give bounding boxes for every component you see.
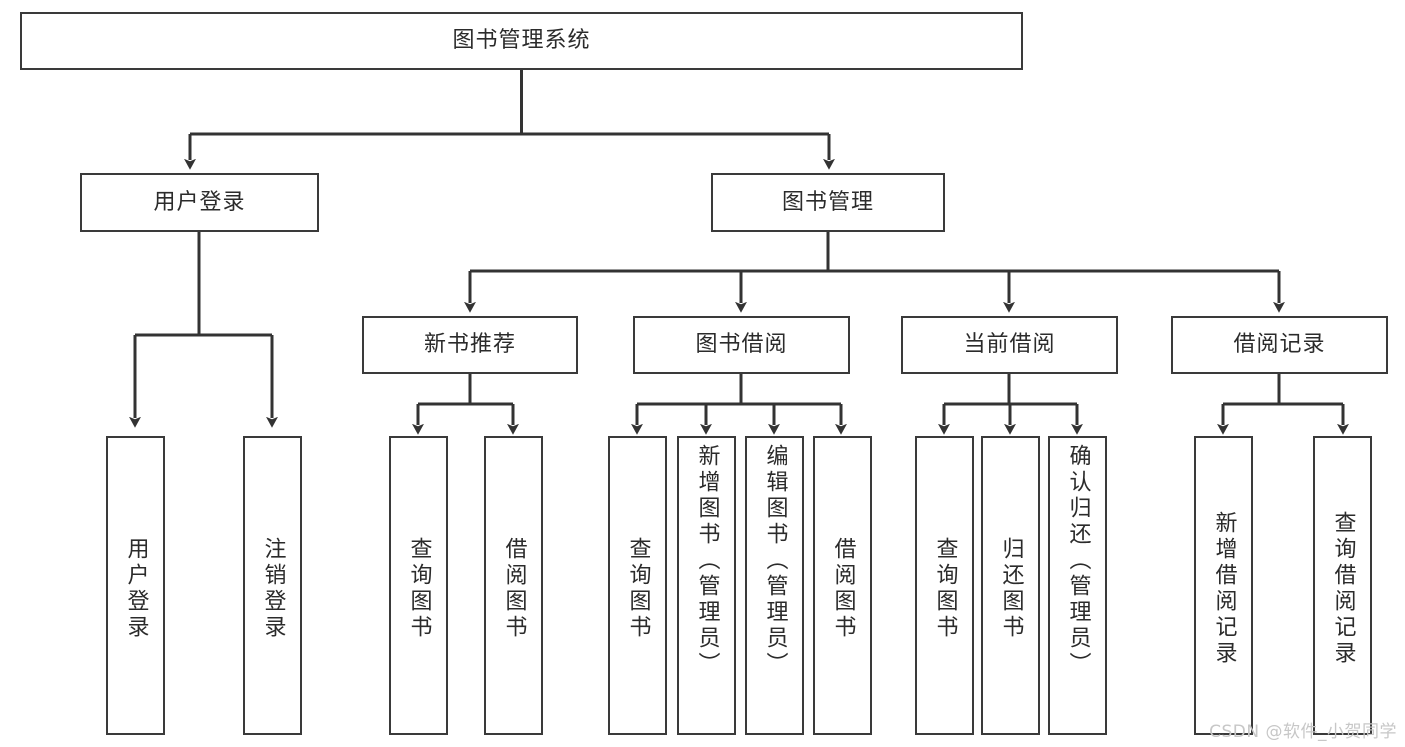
leaf-current-borrow-query-book[interactable]: 查询图书 xyxy=(915,436,974,735)
leaf-borrow-record-query-record[interactable]: 查询借阅记录 xyxy=(1313,436,1372,735)
node-label: 查询图书 xyxy=(406,536,432,641)
leaf-current-borrow-return-book[interactable]: 归还图书 xyxy=(981,436,1040,735)
leaf-book-borrow-borrow-book[interactable]: 借阅图书 xyxy=(813,436,872,735)
leaf-book-borrow-add-book-admin[interactable]: 新增图书（管理员） xyxy=(677,436,736,735)
node-label: 新书推荐 xyxy=(423,332,516,357)
node-current-borrow[interactable]: 当前借阅 xyxy=(901,316,1118,374)
node-label: 图书管理 xyxy=(781,189,874,215)
leaf-user-login-login[interactable]: 用户登录 xyxy=(106,436,165,735)
node-label: 用户登录 xyxy=(153,189,246,215)
node-label: 用户登录 xyxy=(123,536,149,641)
node-label: 新增借阅记录 xyxy=(1211,510,1237,667)
leaf-current-borrow-confirm-return-admin[interactable]: 确认归还（管理员） xyxy=(1048,436,1107,735)
node-label: 归还图书 xyxy=(998,536,1024,641)
node-label: 借阅图书 xyxy=(501,536,527,641)
leaf-new-book-query-book[interactable]: 查询图书 xyxy=(389,436,448,735)
node-label: 查询图书 xyxy=(932,536,958,641)
leaf-new-book-borrow-book[interactable]: 借阅图书 xyxy=(484,436,543,735)
node-label: 查询借阅记录 xyxy=(1330,510,1356,667)
node-label: 编辑图书（管理员） xyxy=(762,444,788,678)
node-label: 借阅记录 xyxy=(1233,332,1326,357)
node-new-book-recommend[interactable]: 新书推荐 xyxy=(362,316,578,374)
node-root-book-management-system[interactable]: 图书管理系统 xyxy=(20,12,1023,70)
leaf-book-borrow-edit-book-admin[interactable]: 编辑图书（管理员） xyxy=(745,436,804,735)
leaf-user-login-logout[interactable]: 注销登录 xyxy=(243,436,302,735)
node-label: 确认归还（管理员） xyxy=(1065,444,1091,678)
node-borrow-record[interactable]: 借阅记录 xyxy=(1171,316,1388,374)
node-label: 图书借阅 xyxy=(695,332,788,357)
node-book-borrow[interactable]: 图书借阅 xyxy=(633,316,850,374)
node-book-management[interactable]: 图书管理 xyxy=(711,173,945,232)
leaf-book-borrow-query-book[interactable]: 查询图书 xyxy=(608,436,667,735)
node-label: 查询图书 xyxy=(625,536,651,641)
node-label: 新增图书（管理员） xyxy=(694,444,720,678)
node-label: 注销登录 xyxy=(260,536,286,641)
node-label: 图书管理系统 xyxy=(452,28,591,53)
leaf-borrow-record-add-record[interactable]: 新增借阅记录 xyxy=(1194,436,1253,735)
node-user-login[interactable]: 用户登录 xyxy=(80,173,319,232)
node-label: 当前借阅 xyxy=(963,332,1056,357)
node-label: 借阅图书 xyxy=(830,536,856,641)
watermark-text: CSDN @软件_小贺同学 xyxy=(1209,722,1397,742)
